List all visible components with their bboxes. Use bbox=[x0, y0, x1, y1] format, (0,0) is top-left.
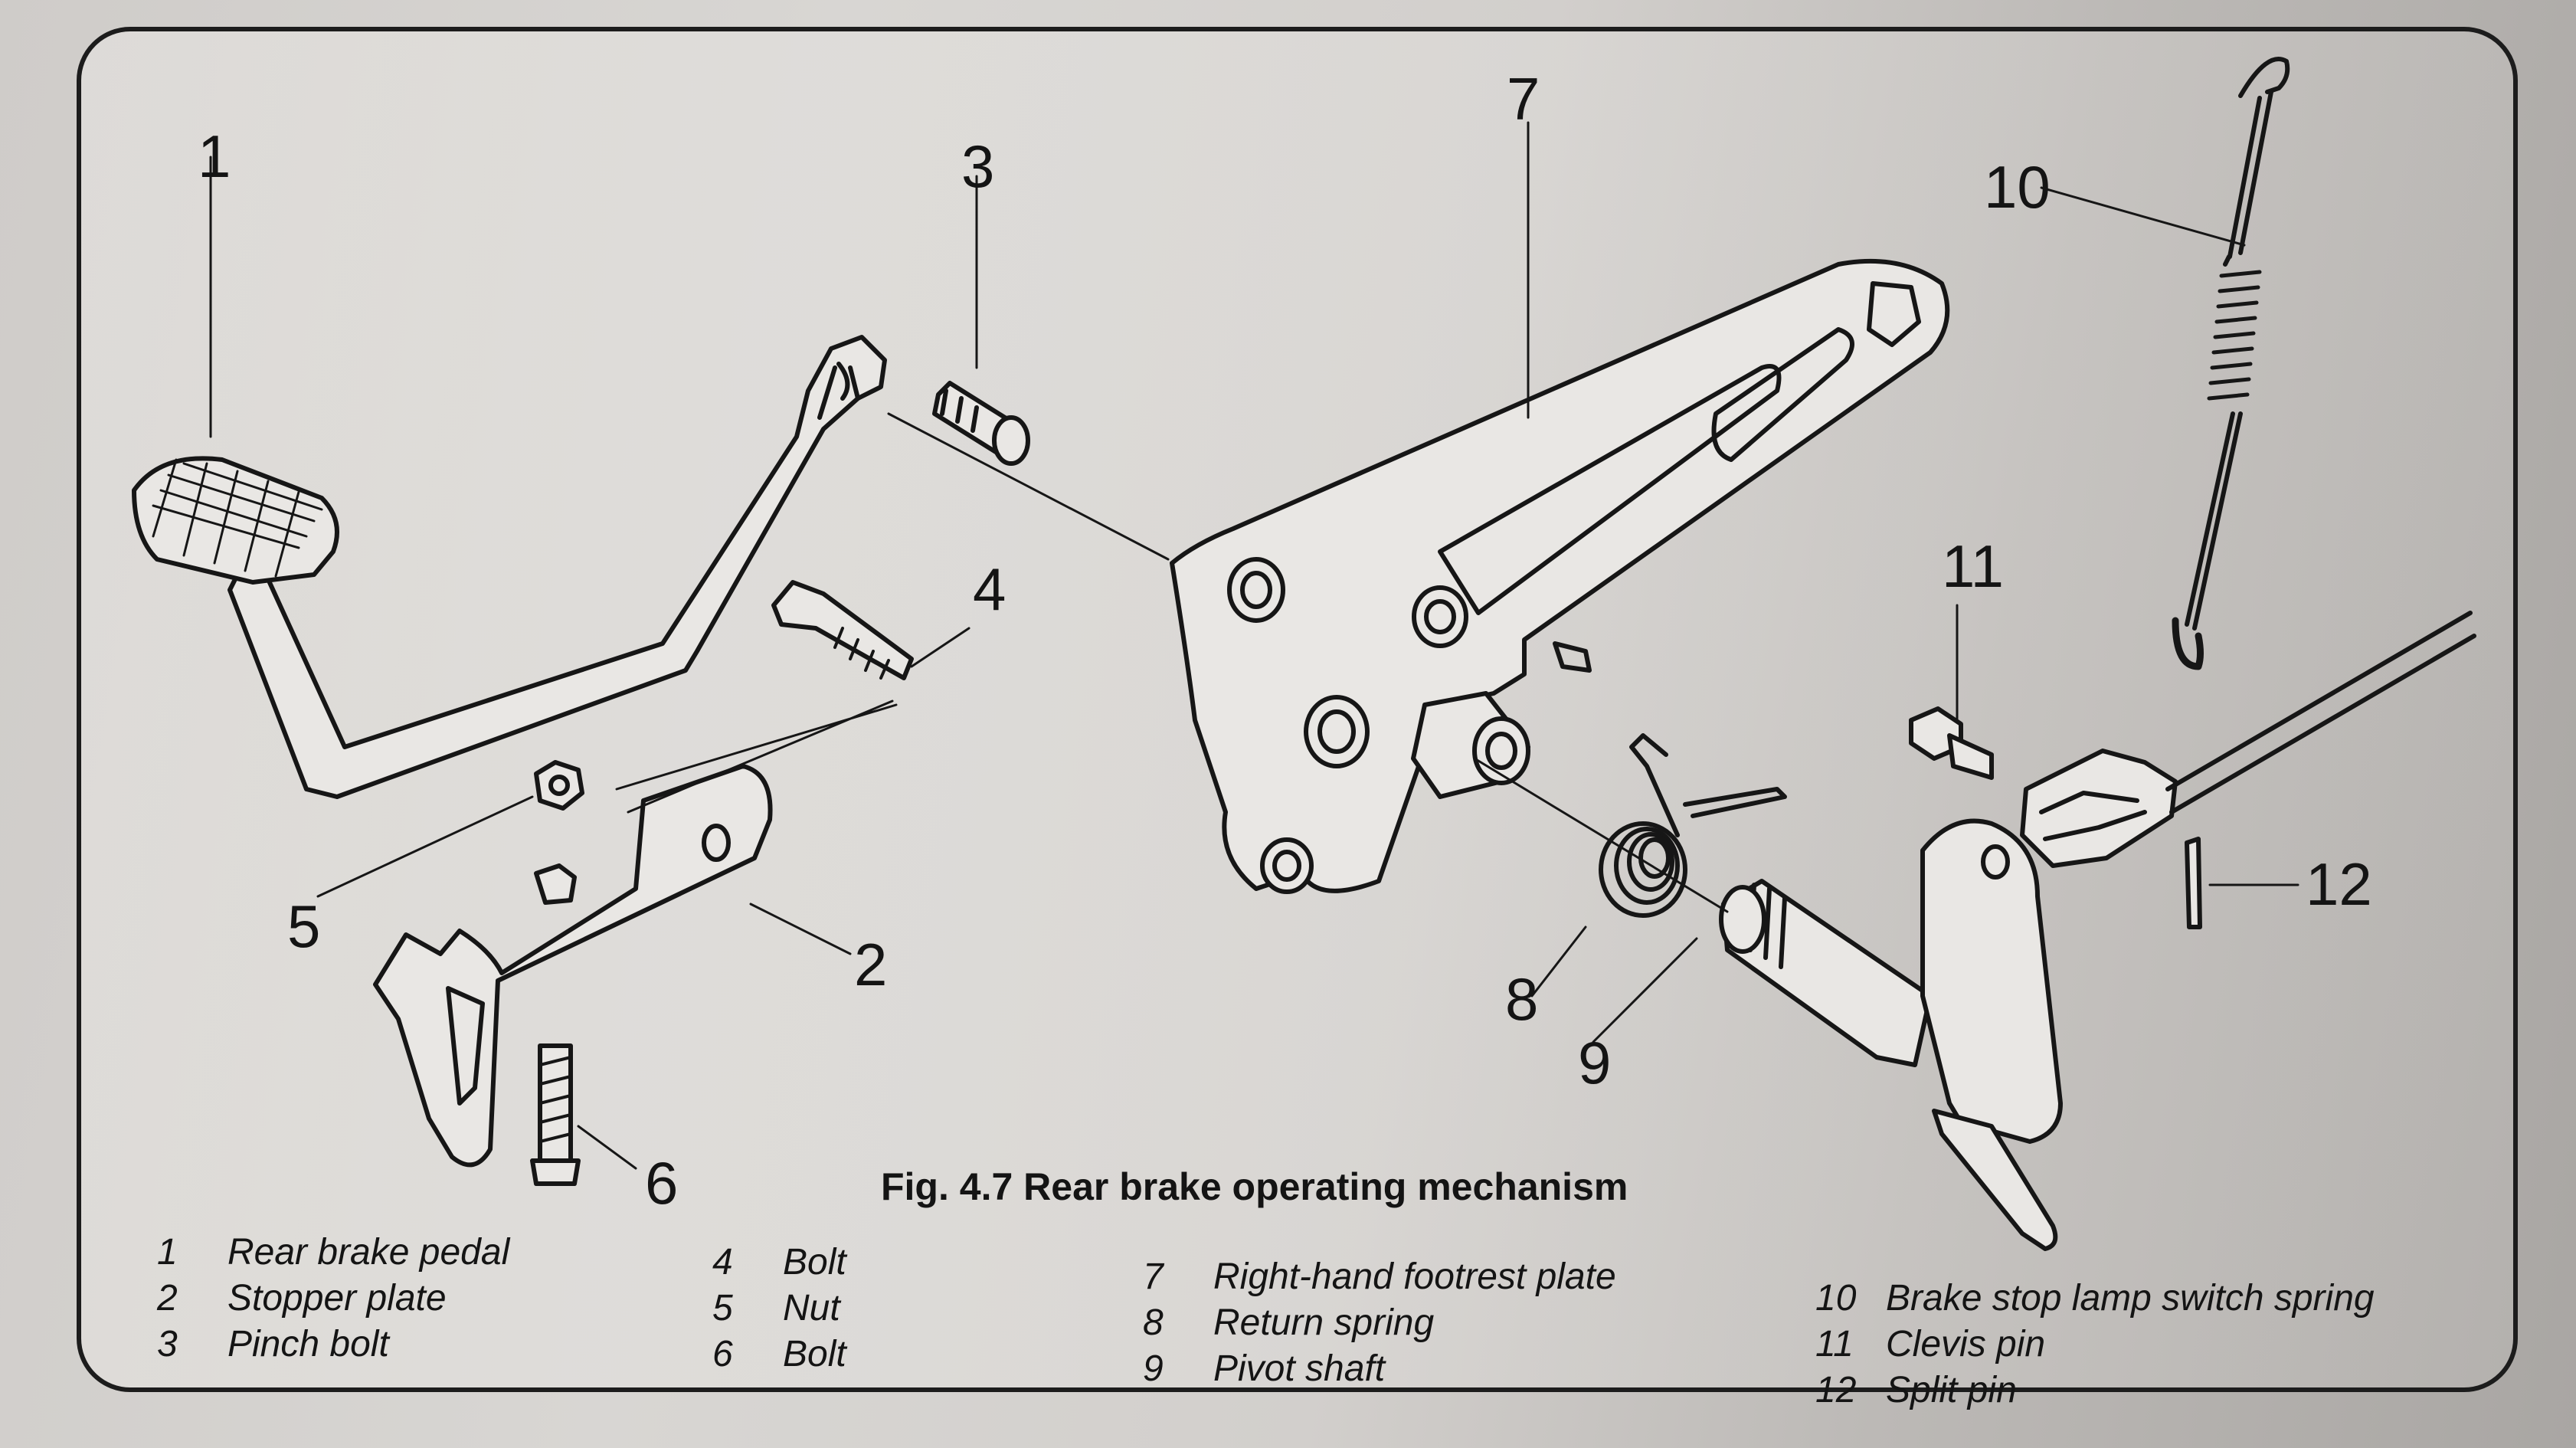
callout-8: 8 bbox=[1505, 965, 1539, 1033]
figure-caption: Fig. 4.7 Rear brake operating mechanism bbox=[881, 1165, 1628, 1208]
legend-label: Brake stop lamp switch spring bbox=[1886, 1278, 2375, 1319]
legend-item: 6 Bolt bbox=[712, 1332, 846, 1378]
callout-5: 5 bbox=[287, 893, 321, 960]
legend-label: Nut bbox=[783, 1288, 840, 1328]
legend-label: Split pin bbox=[1886, 1370, 2017, 1410]
callout-3: 3 bbox=[961, 133, 995, 200]
bolt-4 bbox=[771, 580, 914, 680]
legend-item: 9 Pivot shaft bbox=[1143, 1346, 1616, 1392]
legend-label: Rear brake pedal bbox=[227, 1232, 510, 1273]
legend-number: 4 bbox=[712, 1242, 733, 1283]
legend-number: 1 bbox=[157, 1232, 178, 1273]
nut bbox=[534, 760, 584, 905]
legend-column-1: 1 Rear brake pedal 2 Stopper plate 3 Pinch … bbox=[157, 1230, 509, 1368]
legend-label: Right-hand footrest plate bbox=[1213, 1256, 1616, 1297]
rear-brake-pedal bbox=[132, 335, 887, 799]
callout-12: 12 bbox=[2306, 850, 2372, 918]
legend-number: 9 bbox=[1143, 1348, 1164, 1389]
pivot-shaft bbox=[1719, 879, 1933, 1067]
callout-7: 7 bbox=[1507, 65, 1540, 133]
legend-number: 11 bbox=[1815, 1324, 1854, 1364]
callout-10: 10 bbox=[1984, 153, 2051, 221]
legend-item: 11 Clevis pin bbox=[1815, 1322, 2375, 1368]
right-hand-footrest-plate bbox=[1170, 258, 1950, 894]
legend-item: 5 Nut bbox=[712, 1286, 846, 1332]
clevis-and-rod bbox=[2020, 611, 2476, 868]
bolt-6 bbox=[530, 1043, 581, 1186]
legend-number: 5 bbox=[712, 1288, 733, 1328]
callout-4: 4 bbox=[973, 555, 1007, 623]
callout-9: 9 bbox=[1578, 1029, 1612, 1096]
legend-label: Stopper plate bbox=[227, 1278, 447, 1319]
legend-item: 10 Brake stop lamp switch spring bbox=[1815, 1276, 2375, 1322]
callout-6: 6 bbox=[645, 1149, 679, 1217]
legend-label: Pivot shaft bbox=[1213, 1348, 1386, 1389]
stopper-plate bbox=[373, 764, 773, 1168]
legend-item: 7 Right-hand footrest plate bbox=[1143, 1254, 1616, 1300]
legend-number: 6 bbox=[712, 1334, 733, 1374]
legend-item: 3 Pinch bolt bbox=[157, 1322, 509, 1368]
split-pin bbox=[2185, 837, 2202, 929]
legend-item: 8 Return spring bbox=[1143, 1300, 1616, 1346]
legend-item: 1 Rear brake pedal bbox=[157, 1230, 509, 1276]
legend-label: Clevis pin bbox=[1886, 1324, 2046, 1364]
legend-number: 2 bbox=[157, 1278, 178, 1319]
legend-column-3: 7 Right-hand footrest plate 8 Return sprin… bbox=[1143, 1254, 1616, 1392]
legend-number: 3 bbox=[157, 1324, 178, 1364]
legend-item: 2 Stopper plate bbox=[157, 1276, 509, 1322]
legend-label: Bolt bbox=[783, 1334, 846, 1374]
legend-number: 12 bbox=[1815, 1370, 1857, 1410]
legend-column-4: 10 Brake stop lamp switch spring 11 Clevis… bbox=[1815, 1276, 2375, 1414]
callout-11: 11 bbox=[1942, 532, 2004, 600]
legend-label: Pinch bolt bbox=[227, 1324, 389, 1364]
callout-2: 2 bbox=[854, 931, 888, 998]
legend-number: 7 bbox=[1143, 1256, 1164, 1297]
legend-number: 8 bbox=[1143, 1302, 1164, 1343]
callout-1: 1 bbox=[198, 123, 231, 190]
clevis-pin bbox=[1909, 706, 1994, 780]
pinch-bolt bbox=[932, 381, 1030, 466]
legend-label: Bolt bbox=[783, 1242, 846, 1283]
stop-lamp-switch-spring bbox=[2172, 57, 2290, 670]
legend-number: 10 bbox=[1815, 1278, 1857, 1319]
legend-item: 4 Bolt bbox=[712, 1240, 846, 1286]
legend-label: Return spring bbox=[1213, 1302, 1435, 1343]
brake-lever-arm bbox=[1920, 818, 2063, 1251]
leader-lines bbox=[209, 121, 2299, 1170]
legend-item: 12 Split pin bbox=[1815, 1368, 2375, 1414]
